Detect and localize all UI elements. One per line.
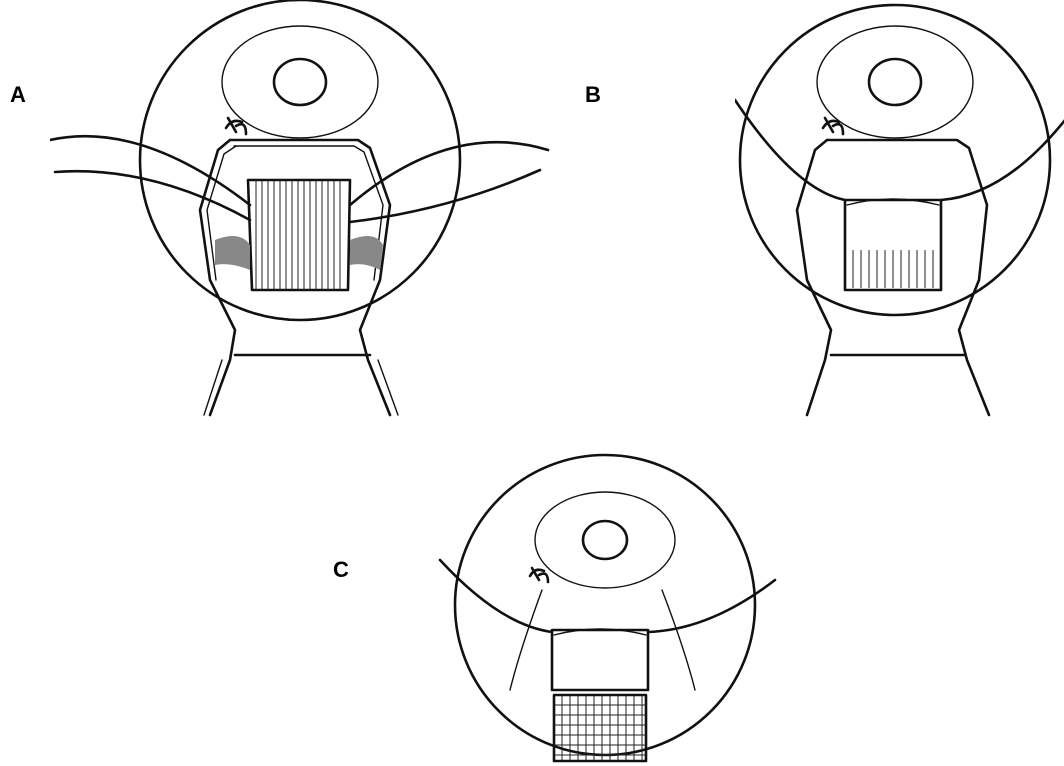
globe-outline bbox=[740, 5, 1050, 315]
conj-right bbox=[662, 590, 695, 690]
figure-c-eye-drawing bbox=[430, 450, 780, 766]
pupil bbox=[583, 521, 627, 559]
flap-right-edge bbox=[827, 140, 989, 415]
window-frame bbox=[552, 630, 648, 690]
pupil bbox=[274, 59, 326, 105]
globe-outline bbox=[455, 455, 755, 755]
figure-b-eye-drawing bbox=[735, 0, 1064, 440]
cornea-limbus bbox=[817, 26, 973, 138]
stippled-area-left bbox=[215, 236, 250, 270]
figure-a-eye-drawing bbox=[50, 0, 550, 440]
suture-left bbox=[735, 100, 845, 200]
scleral-flap bbox=[248, 180, 350, 290]
suture-left-lower bbox=[55, 171, 250, 220]
suture-right bbox=[941, 120, 1064, 200]
cornea-limbus bbox=[535, 492, 675, 588]
flap-striations bbox=[853, 250, 933, 288]
traction-suture-knot bbox=[823, 118, 843, 134]
limb-lines bbox=[204, 360, 398, 415]
pupil bbox=[869, 59, 921, 105]
panel-label-c: C bbox=[333, 557, 349, 583]
panel-label-b: B bbox=[585, 82, 601, 108]
globe-outline bbox=[140, 0, 460, 320]
conj-left bbox=[510, 590, 542, 690]
flap-left-edge bbox=[797, 140, 831, 415]
stippled-area-right bbox=[350, 236, 383, 270]
traction-suture-knot bbox=[530, 568, 548, 582]
panel-label-a: A bbox=[10, 82, 26, 108]
cornea-limbus bbox=[222, 26, 378, 138]
flap-striations bbox=[256, 180, 340, 290]
suture-right-lower bbox=[350, 170, 540, 222]
